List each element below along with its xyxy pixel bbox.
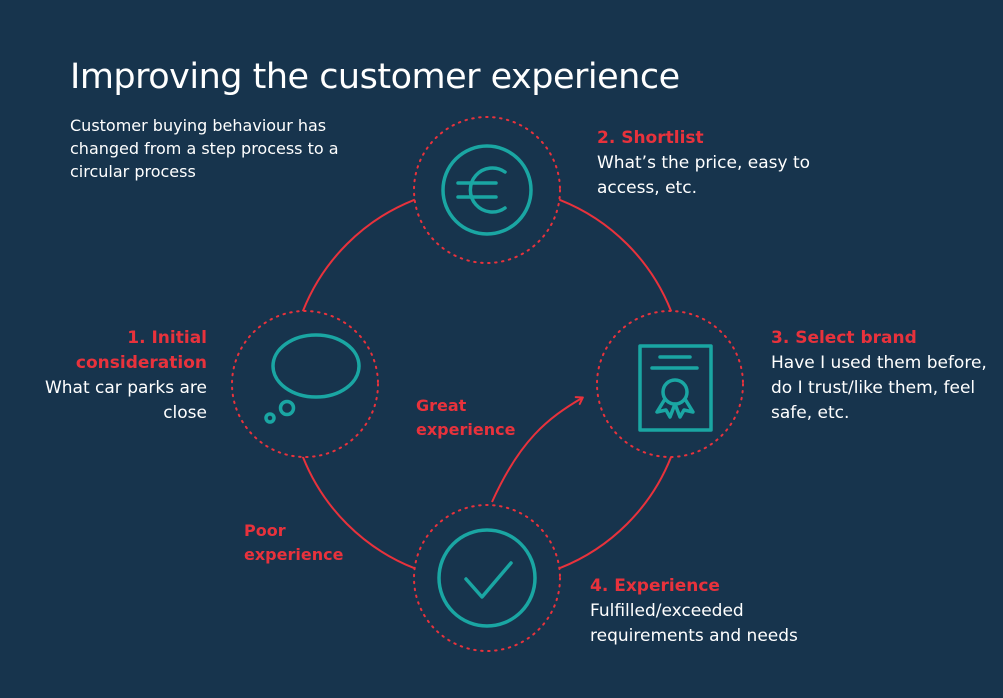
checkmark-icon xyxy=(437,528,537,628)
node-experience xyxy=(413,504,561,652)
certificate-icon xyxy=(638,344,713,432)
great-experience-label: Great experience xyxy=(416,396,516,439)
step-heading: 2. Shortlist xyxy=(597,128,704,148)
node-initial-consideration xyxy=(231,310,379,458)
step-description: Fulfilled/exceeded requirements and need… xyxy=(590,601,798,646)
step-heading: 3. Select brand xyxy=(771,328,917,348)
step-heading: 4. Experience xyxy=(590,576,720,596)
node-select-brand xyxy=(596,310,744,458)
euro-icon xyxy=(441,144,533,236)
great-experience-arrow xyxy=(491,396,584,503)
step-description: What’s the price, easy to access, etc. xyxy=(597,153,811,198)
intro-text: Customer buying behaviour has changed fr… xyxy=(70,116,339,181)
step-description: What car parks are close xyxy=(44,378,207,423)
step-shortlist: 2. Shortlist What’s the price, easy to a… xyxy=(597,126,857,201)
step-experience: 4. Experience Fulfilled/exceeded require… xyxy=(590,574,850,649)
step-select-brand: 3. Select brand Have I used them before,… xyxy=(771,326,1001,426)
step-initial-consideration: 1. Initial consideration What car parks … xyxy=(17,326,207,426)
step-heading: 1. Initial consideration xyxy=(75,328,207,373)
step-description: Have I used them before, do I trust/like… xyxy=(771,353,987,423)
node-shortlist xyxy=(413,116,561,264)
poor-experience-label: Poor experience xyxy=(244,521,344,564)
thought-bubble-icon xyxy=(264,333,361,424)
page-title: Improving the customer experience xyxy=(70,57,680,98)
